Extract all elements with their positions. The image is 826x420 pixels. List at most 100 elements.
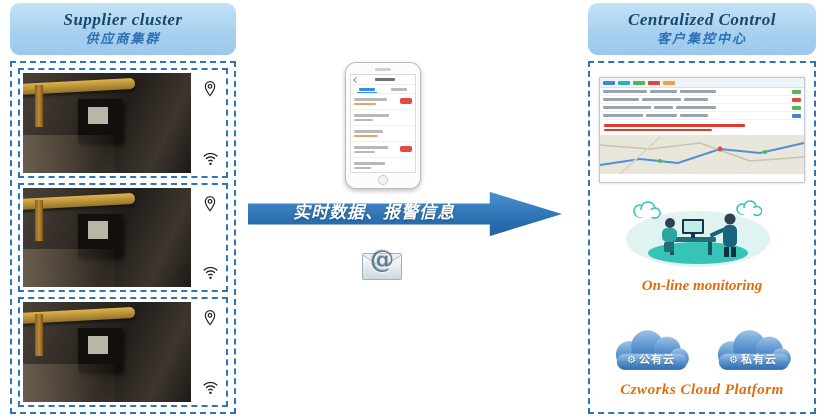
email-notification: @ — [360, 246, 404, 280]
supplier-header: Supplier cluster 供应商集群 — [10, 3, 236, 55]
monitoring-illustration — [620, 197, 776, 271]
supplier-site-card — [18, 297, 228, 408]
text-placeholder — [603, 98, 639, 101]
text-placeholder — [354, 150, 375, 153]
mobile-app-mockup — [345, 62, 421, 189]
text-placeholder — [354, 162, 386, 165]
small-cloud-icon — [633, 201, 661, 219]
text-placeholder — [676, 106, 716, 109]
factory-photo — [23, 73, 191, 173]
location-pin-icon — [204, 310, 216, 326]
toolbar-chip — [618, 80, 630, 85]
supplier-site-card — [18, 68, 228, 178]
text-placeholder — [680, 90, 716, 93]
machine-cabinet — [78, 328, 123, 373]
text-placeholder — [354, 134, 378, 137]
tab-label-placeholder — [359, 87, 375, 91]
cloud-shape — [717, 330, 791, 370]
text-placeholder — [649, 90, 678, 93]
supplier-subtitle: 供应商集群 — [85, 31, 161, 47]
cloud-label-text: 私有云 — [740, 354, 777, 366]
phone-home-button — [378, 175, 388, 185]
control-center-box: On-line monitoring ⚙公有云 — [588, 61, 816, 414]
toolbar-chip — [633, 80, 645, 85]
small-cloud-icon — [736, 200, 763, 217]
alarm-list-item — [351, 158, 415, 172]
factory-photo — [23, 187, 191, 288]
gear-icon: ⚙ — [627, 355, 637, 366]
tab-label-placeholder — [391, 87, 407, 91]
phone-tab-inactive — [383, 85, 415, 93]
cloud-platform-group: ⚙公有云 ⚙私有云 — [590, 327, 814, 375]
phone-tab-active — [351, 85, 383, 93]
red-note-placeholder — [604, 128, 712, 131]
alarm-list-item — [351, 142, 415, 158]
text-placeholder — [603, 106, 651, 109]
text-placeholder — [354, 98, 388, 101]
public-cloud: ⚙公有云 — [606, 327, 696, 375]
cloud-shape — [615, 330, 689, 370]
dashboard-row — [600, 112, 804, 120]
dashboard-alert-notes — [600, 120, 804, 135]
supplier-title: Supplier cluster — [63, 10, 183, 29]
site-icons — [194, 299, 226, 406]
dashboard-row — [600, 104, 804, 112]
cloud-label-text: 公有云 — [638, 354, 675, 366]
toolbar-chip — [603, 80, 615, 85]
email-at-icon: @ — [370, 245, 394, 274]
data-flow-label: 实时数据、报警信息 — [293, 203, 455, 222]
location-pin-icon — [204, 81, 216, 97]
wifi-icon — [202, 152, 218, 165]
machine-label — [88, 336, 109, 354]
private-cloud: ⚙私有云 — [708, 327, 798, 375]
text-placeholder — [354, 102, 376, 105]
back-icon — [353, 76, 359, 83]
alarm-badge — [400, 146, 412, 152]
phone-navbar — [351, 75, 415, 85]
toolbar-chip — [648, 80, 660, 85]
machine-post — [34, 84, 43, 127]
status-chip — [792, 97, 801, 102]
text-placeholder — [354, 118, 374, 121]
alarm-list-item — [351, 126, 415, 142]
alarm-badge — [400, 98, 412, 104]
phone-speaker — [375, 68, 391, 71]
status-chip — [792, 89, 801, 94]
alarm-list-item — [351, 110, 415, 126]
machine-label — [88, 106, 109, 125]
control-subtitle: 客户集控中心 — [656, 31, 747, 47]
text-placeholder — [653, 106, 674, 109]
text-placeholder — [680, 114, 708, 117]
text-placeholder — [354, 114, 390, 117]
text-placeholder — [645, 114, 678, 117]
phone-title-placeholder — [375, 78, 395, 81]
text-placeholder — [354, 130, 383, 133]
cloud-platform-label: Czworks Cloud Platform — [620, 382, 784, 398]
text-placeholder — [354, 146, 389, 149]
machine-post — [34, 199, 43, 242]
location-pin-icon — [204, 195, 216, 212]
control-header: Centralized Control 客户集控中心 — [588, 3, 816, 55]
status-chip — [792, 113, 801, 118]
machine-cabinet — [78, 213, 123, 258]
control-title: Centralized Control — [628, 10, 776, 29]
machine-label — [88, 221, 109, 239]
dashboard-map — [600, 135, 804, 175]
dashboard-row — [600, 96, 804, 104]
text-placeholder — [603, 114, 643, 117]
site-icons — [194, 70, 226, 176]
alarm-list-item — [351, 94, 415, 110]
wifi-icon — [202, 267, 218, 280]
red-note-placeholder — [604, 124, 746, 127]
factory-photo — [23, 302, 191, 403]
phone-screen — [350, 74, 416, 173]
dashboard-row — [600, 88, 804, 96]
dashboard-screenshot — [599, 77, 805, 183]
text-placeholder — [641, 98, 682, 101]
phone-tabs — [351, 85, 415, 94]
gear-icon: ⚙ — [729, 355, 739, 366]
wifi-icon — [202, 381, 218, 395]
text-placeholder — [354, 166, 372, 169]
supplier-cluster-box — [10, 61, 236, 414]
